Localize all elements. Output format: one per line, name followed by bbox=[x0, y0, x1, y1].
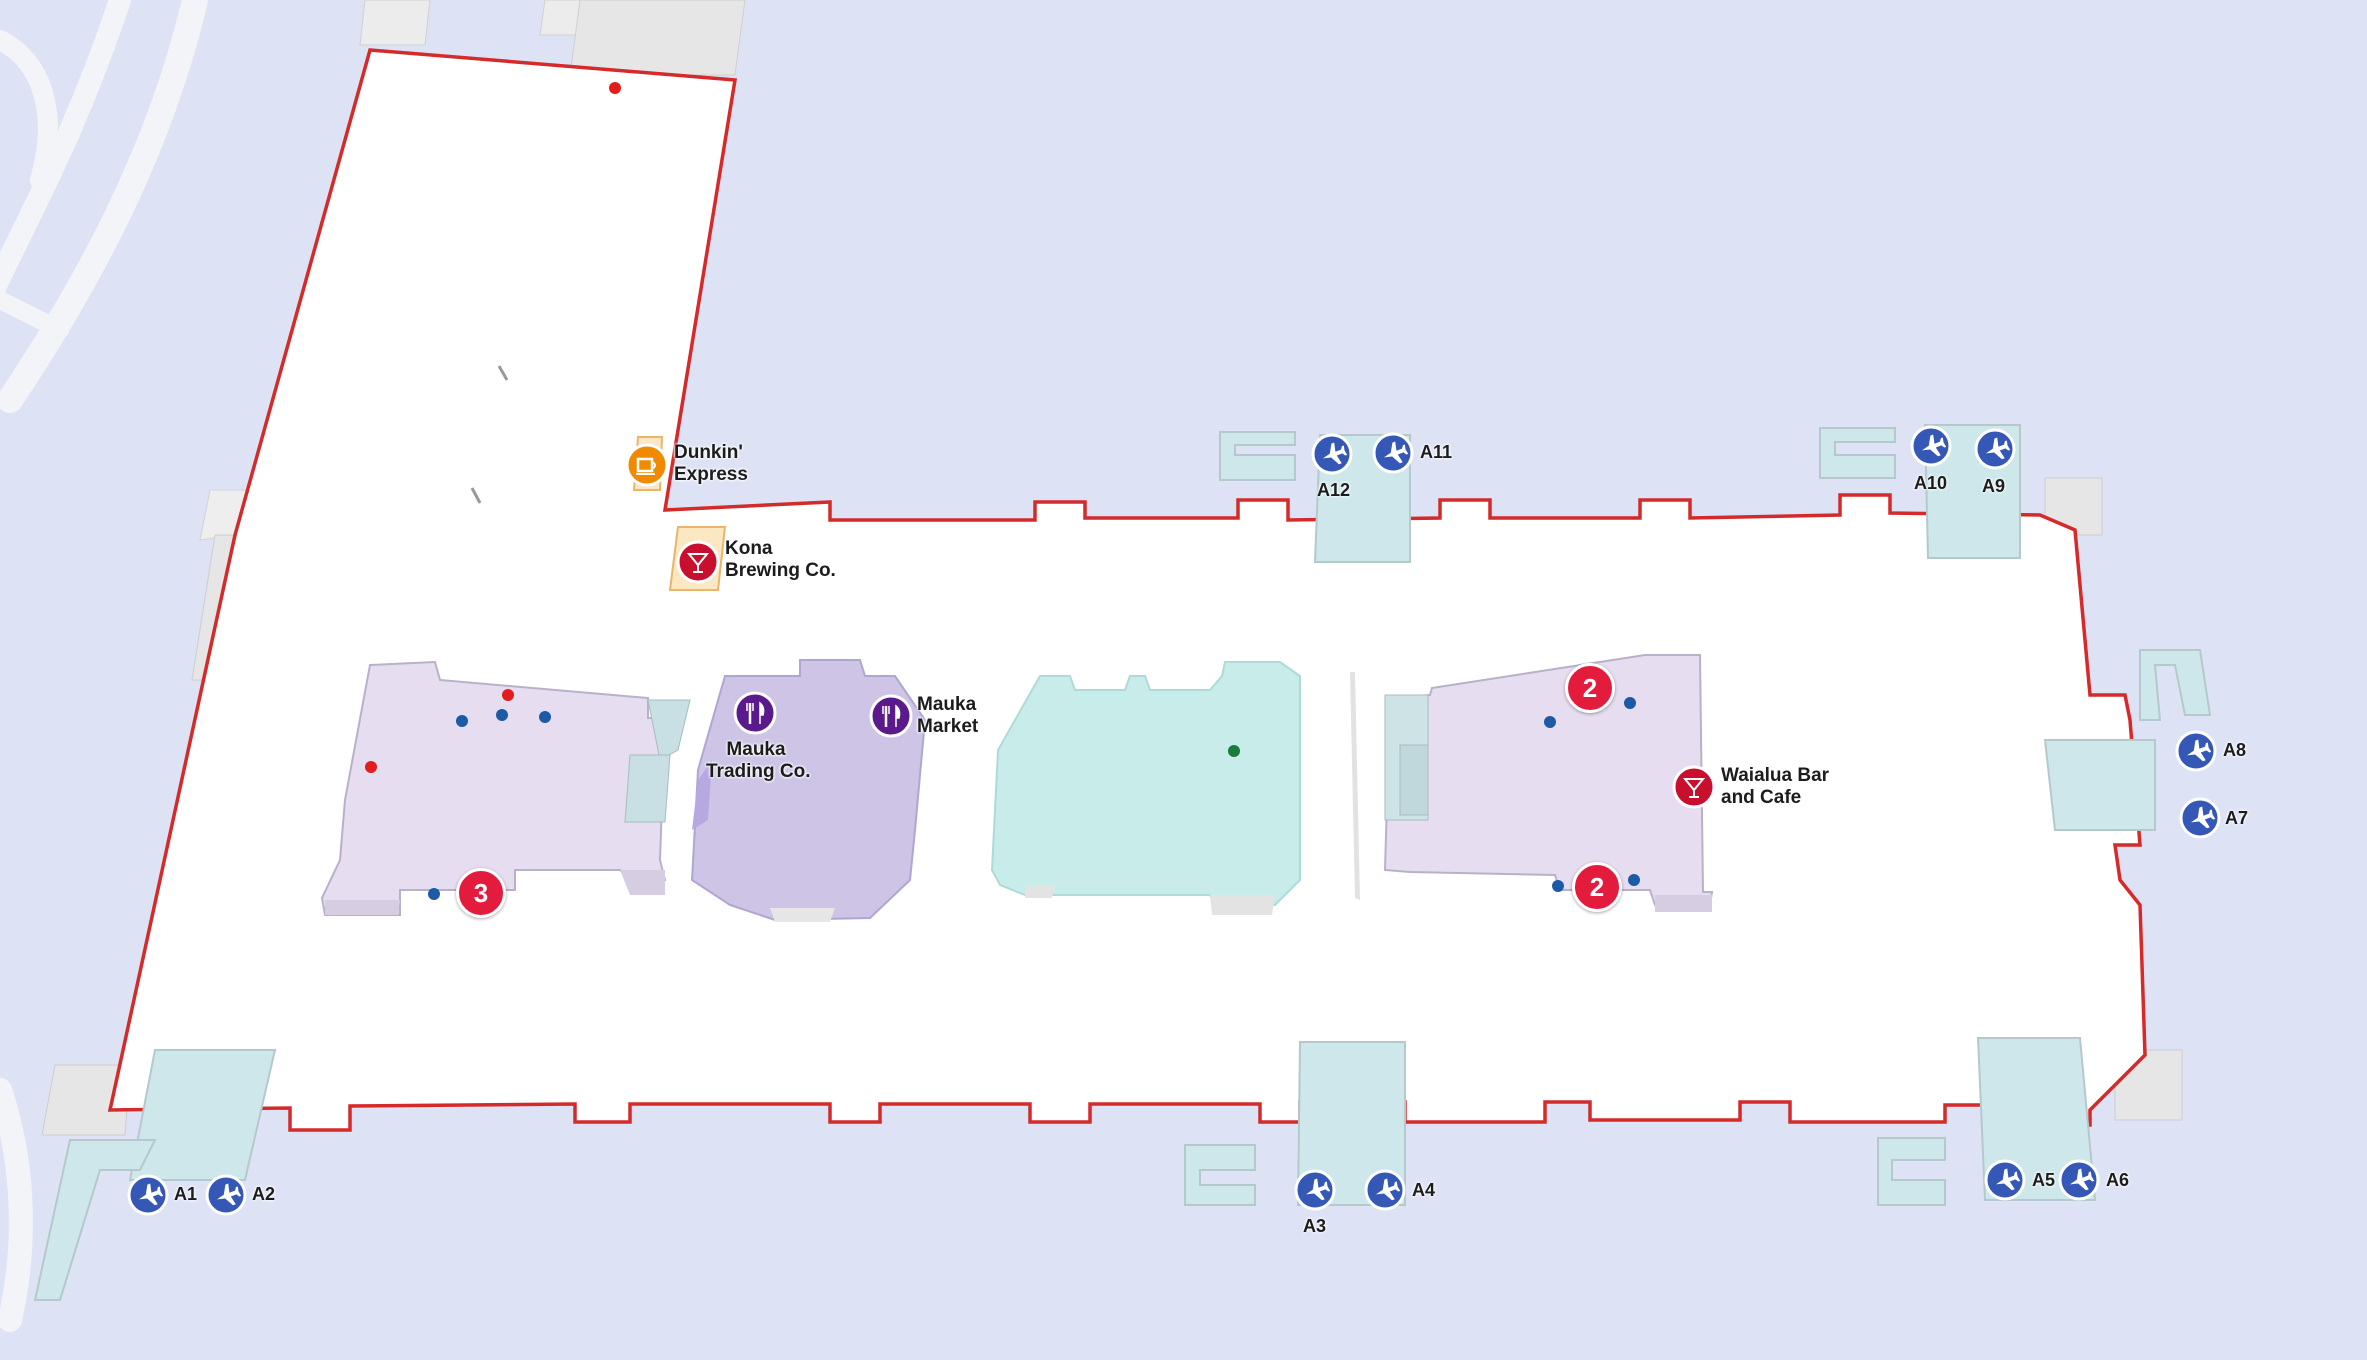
coffee-cup-icon[interactable] bbox=[625, 443, 669, 487]
poi-label-line: Brewing Co. bbox=[725, 560, 836, 581]
poi-label-line: Kona bbox=[725, 538, 773, 559]
airplane-icon[interactable] bbox=[127, 1174, 169, 1216]
gate-label-a7[interactable]: A7 bbox=[2225, 808, 2249, 828]
poi-label-line: Mauka bbox=[726, 739, 786, 760]
airplane-icon[interactable] bbox=[1984, 1159, 2026, 1201]
gate-label-a2[interactable]: A2 bbox=[252, 1184, 276, 1204]
cocktail-glass-icon[interactable] bbox=[1672, 765, 1716, 809]
fork-knife-icon[interactable] bbox=[869, 694, 913, 738]
gate-piers bbox=[33, 424, 2212, 1301]
mauka-trading-label[interactable]: Mauka Trading Co. bbox=[706, 739, 811, 783]
poi-label-line: Express bbox=[674, 464, 748, 485]
airplane-icon[interactable] bbox=[1294, 1169, 1336, 1211]
shop-block-left bbox=[320, 660, 691, 916]
gate-label-a3[interactable]: A3 bbox=[1303, 1216, 1327, 1236]
gate-label-a6[interactable]: A6 bbox=[2106, 1170, 2130, 1190]
fork-knife-icon[interactable] bbox=[733, 691, 777, 735]
cluster-badge-right-bottom[interactable]: 2 bbox=[1572, 862, 1622, 912]
gate-label-a11[interactable]: A11 bbox=[1420, 442, 1453, 462]
airplane-icon[interactable] bbox=[2179, 797, 2221, 839]
airplane-icon[interactable] bbox=[2058, 1159, 2100, 1201]
waialua-bar-label[interactable]: Waialua Bar and Cafe bbox=[1721, 765, 1829, 809]
poi-label-line: Trading Co. bbox=[706, 761, 811, 782]
cluster-badge-right-top[interactable]: 2 bbox=[1565, 663, 1615, 713]
airplane-icon[interactable] bbox=[1372, 432, 1414, 474]
dunkin-express-label[interactable]: Dunkin' Express bbox=[674, 442, 748, 486]
gate-label-a1[interactable]: A1 bbox=[174, 1184, 198, 1204]
poi-label-line: Market bbox=[917, 716, 979, 737]
airplane-icon[interactable] bbox=[2175, 730, 2217, 772]
poi-label-line: Mauka bbox=[917, 694, 977, 715]
poi-label-line: Waialua Bar bbox=[1721, 765, 1830, 786]
gate-label-a5[interactable]: A5 bbox=[2032, 1170, 2056, 1190]
kona-brewing-label[interactable]: Kona Brewing Co. bbox=[725, 538, 836, 582]
poi-label-line: and Cafe bbox=[1721, 787, 1802, 808]
gate-label-a12[interactable]: A12 bbox=[1317, 480, 1351, 500]
gate-label-a4[interactable]: A4 bbox=[1412, 1180, 1436, 1200]
floor-marks bbox=[470, 365, 509, 504]
gate-label-a10[interactable]: A10 bbox=[1914, 473, 1948, 493]
gate-label-a8[interactable]: A8 bbox=[2223, 740, 2247, 760]
airplane-icon[interactable] bbox=[1910, 425, 1952, 467]
airplane-icon[interactable] bbox=[1364, 1169, 1406, 1211]
airplane-icon[interactable] bbox=[1311, 433, 1353, 475]
airplane-icon[interactable] bbox=[1974, 428, 2016, 470]
cluster-badge-left[interactable]: 3 bbox=[456, 868, 506, 918]
roadway bbox=[0, 0, 208, 1332]
poi-label-line: Dunkin' bbox=[674, 442, 743, 463]
central-hall bbox=[990, 661, 1301, 915]
mauka-market-label[interactable]: Mauka Market bbox=[917, 694, 978, 738]
gate-icons[interactable] bbox=[127, 425, 2221, 1216]
airplane-icon[interactable] bbox=[205, 1174, 247, 1216]
location-dots bbox=[365, 82, 1640, 900]
cocktail-glass-icon[interactable] bbox=[676, 540, 720, 584]
shop-block-right bbox=[1350, 654, 1714, 912]
gate-label-a9[interactable]: A9 bbox=[1982, 476, 2006, 496]
